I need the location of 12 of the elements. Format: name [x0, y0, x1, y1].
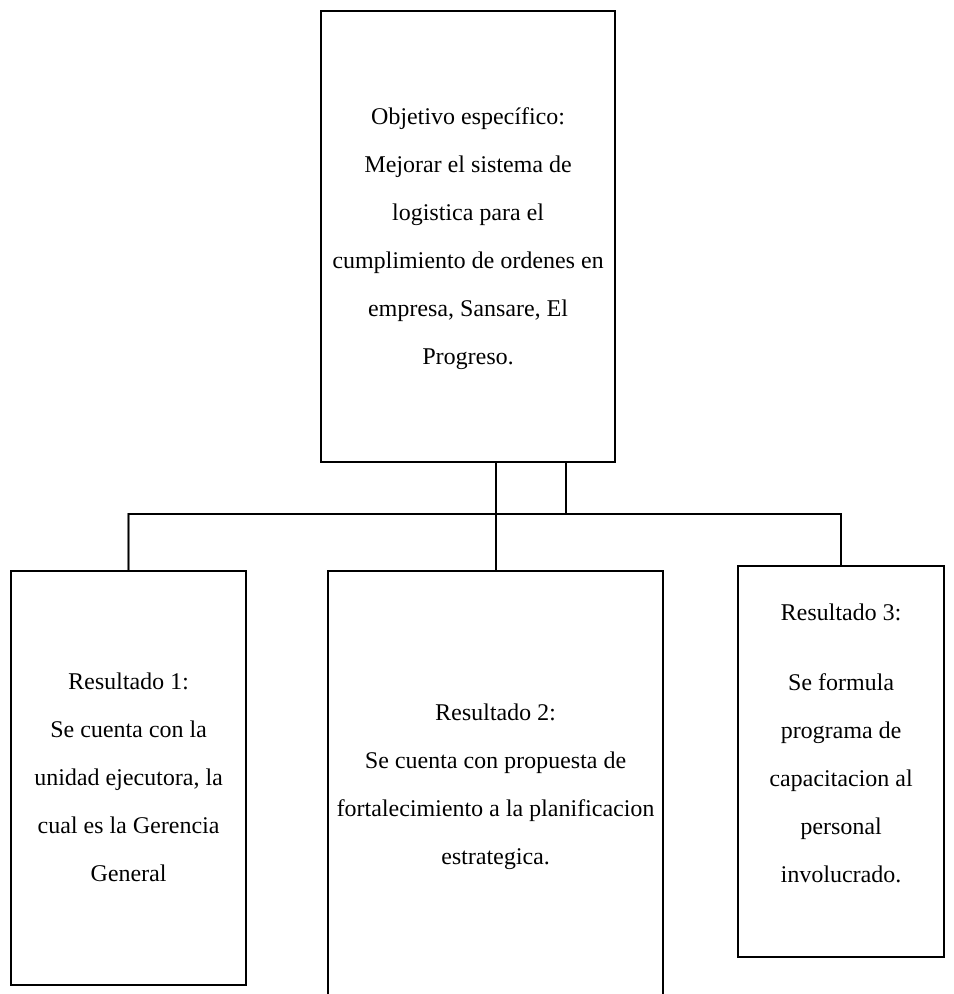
body-text: Se cuenta con la unidad ejecutora, la cual es la Gerencia General: [33, 716, 224, 889]
heading-text: Resultado 2:: [435, 699, 556, 728]
body-text: Se cuenta con propuesta de fortalecimiento a la planificacion estrategica.: [336, 747, 656, 872]
body-text: Se formula programa de capacitacion al personal involucrado.: [768, 669, 914, 890]
heading-text: Resultado 1:: [68, 668, 189, 697]
heading-text: Resultado 3:: [780, 599, 902, 628]
objective-box: [320, 10, 616, 463]
heading-text: Objetivo específico:: [371, 102, 565, 132]
result-box: [327, 570, 664, 994]
result-box: [737, 565, 945, 958]
body-text: Mejorar el sistema de logistica para el cumplimiento de ordenes en empresa, Sansare, El Progreso.: [331, 150, 605, 372]
result-box: [10, 570, 247, 986]
